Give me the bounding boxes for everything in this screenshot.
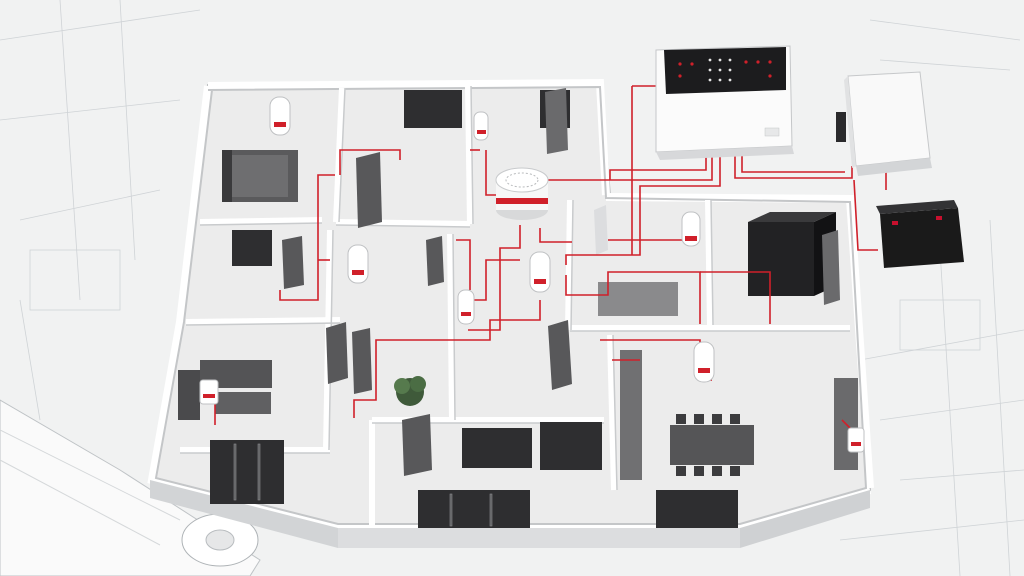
motion-sensor-icon bbox=[457, 289, 475, 325]
bed bbox=[222, 150, 298, 202]
junction-box-icon bbox=[836, 112, 846, 142]
battery-icon bbox=[892, 221, 898, 225]
meeting-table bbox=[598, 282, 678, 316]
kitchen-counter bbox=[620, 350, 642, 480]
backup-battery bbox=[876, 200, 964, 268]
keypad-panel-icon bbox=[664, 47, 786, 94]
power-supply-box bbox=[836, 71, 932, 176]
sofa bbox=[178, 360, 272, 420]
windows bbox=[210, 90, 738, 528]
rolled-blueprint bbox=[0, 399, 261, 576]
door-contact-icon bbox=[199, 379, 219, 405]
door-contact-icon bbox=[847, 427, 865, 453]
potted-plant bbox=[394, 376, 426, 406]
siren-icon bbox=[495, 167, 549, 220]
alarm-wiring bbox=[200, 85, 887, 440]
motion-sensor-icon bbox=[473, 111, 489, 141]
motion-sensor-icon bbox=[693, 341, 715, 383]
doors bbox=[282, 88, 840, 476]
motion-sensor-icon bbox=[681, 211, 701, 247]
control-panel bbox=[655, 45, 794, 160]
dining-table bbox=[670, 414, 754, 476]
motion-sensor-icon bbox=[529, 251, 551, 293]
house-floorplan bbox=[147, 78, 874, 548]
motion-sensor-icon bbox=[347, 244, 369, 284]
motion-sensors bbox=[199, 96, 865, 453]
server-cabinet bbox=[748, 212, 836, 296]
motion-sensor-icon bbox=[269, 96, 291, 136]
